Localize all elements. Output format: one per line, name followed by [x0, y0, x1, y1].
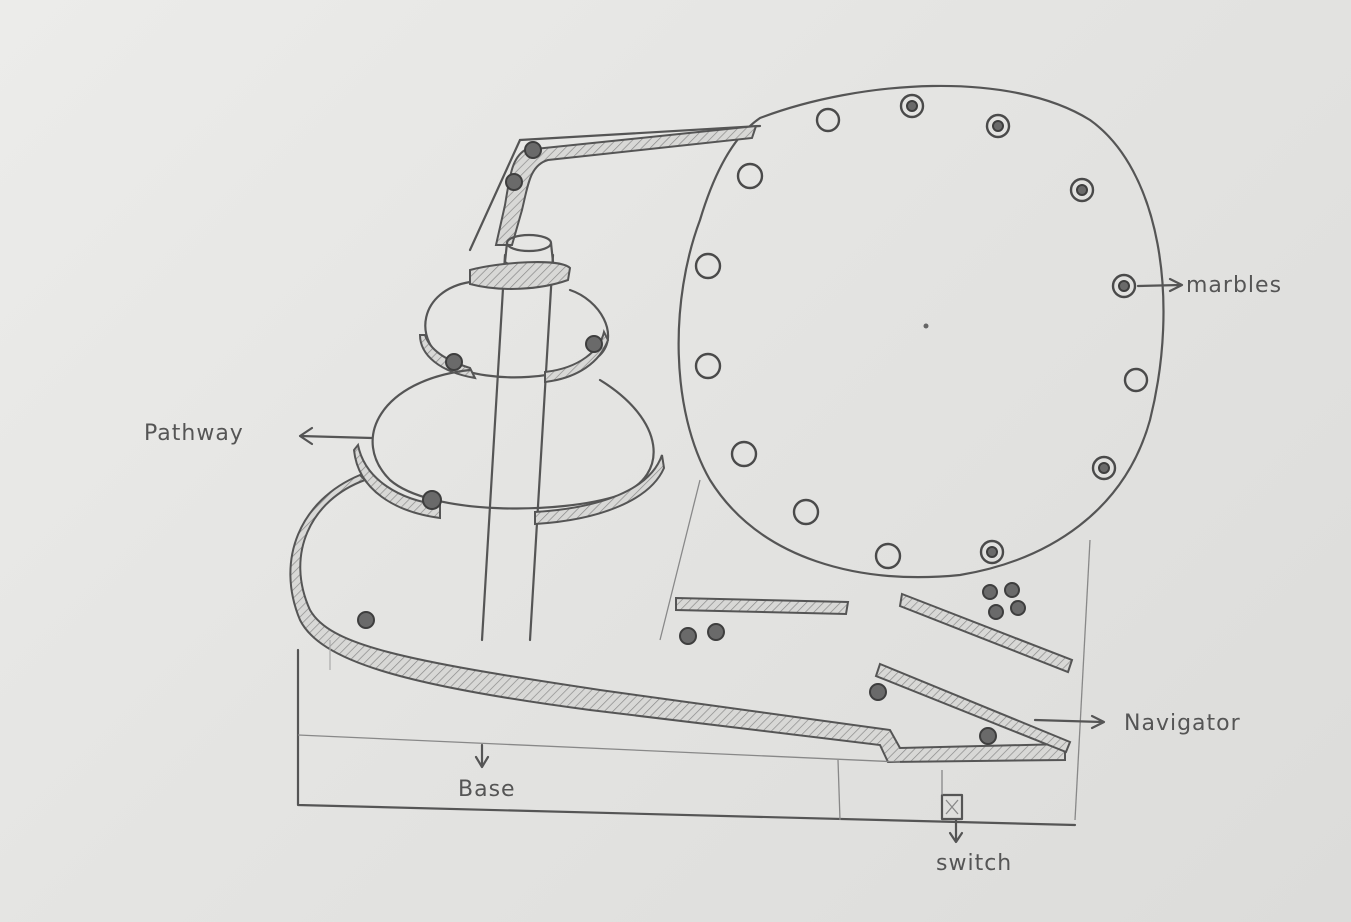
marble-core — [1077, 185, 1087, 195]
marble — [586, 336, 602, 352]
marble-core — [1099, 463, 1109, 473]
marble — [1011, 601, 1025, 615]
marble-core — [987, 547, 997, 557]
marble — [525, 142, 541, 158]
top-chute — [496, 126, 756, 245]
marble-core — [993, 121, 1003, 131]
marble — [696, 254, 720, 278]
marble — [423, 491, 441, 509]
marble — [358, 612, 374, 628]
marble — [876, 544, 900, 568]
label-navigator: Navigator — [1124, 711, 1241, 736]
marble — [446, 354, 462, 370]
marble — [983, 585, 997, 599]
wheel-marbles — [696, 95, 1147, 568]
marble-core — [1119, 281, 1129, 291]
marble — [1005, 583, 1019, 597]
wheel-axle — [924, 324, 929, 329]
marble — [794, 500, 818, 524]
label-pathway: Pathway — [144, 421, 244, 446]
marble — [506, 174, 522, 190]
wheel — [679, 86, 1164, 577]
marble — [738, 164, 762, 188]
marble — [989, 605, 1003, 619]
label-marbles: marbles — [1186, 273, 1282, 298]
marble — [708, 624, 724, 640]
label-switch: switch — [936, 851, 1012, 876]
marble-core — [907, 101, 917, 111]
marble — [980, 728, 996, 744]
marble — [817, 109, 839, 131]
label-base: Base — [458, 777, 516, 802]
marble — [680, 628, 696, 644]
marble — [732, 442, 756, 466]
switch — [942, 770, 962, 842]
marble — [870, 684, 886, 700]
marble — [696, 354, 720, 378]
marble — [1125, 369, 1147, 391]
central-pillar — [482, 235, 553, 640]
